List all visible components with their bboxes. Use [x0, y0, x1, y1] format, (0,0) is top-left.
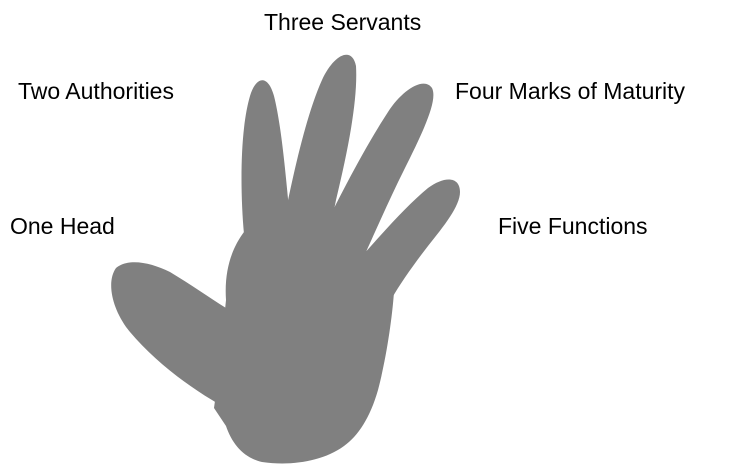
label-three-servants: Three Servants [264, 11, 421, 34]
label-one-head: One Head [10, 215, 115, 238]
hand-silhouette [111, 55, 460, 464]
label-two-authorities: Two Authorities [18, 80, 174, 103]
palm [214, 226, 394, 463]
label-five-functions: Five Functions [498, 215, 648, 238]
label-four-marks-of-maturity: Four Marks of Maturity [455, 80, 685, 103]
